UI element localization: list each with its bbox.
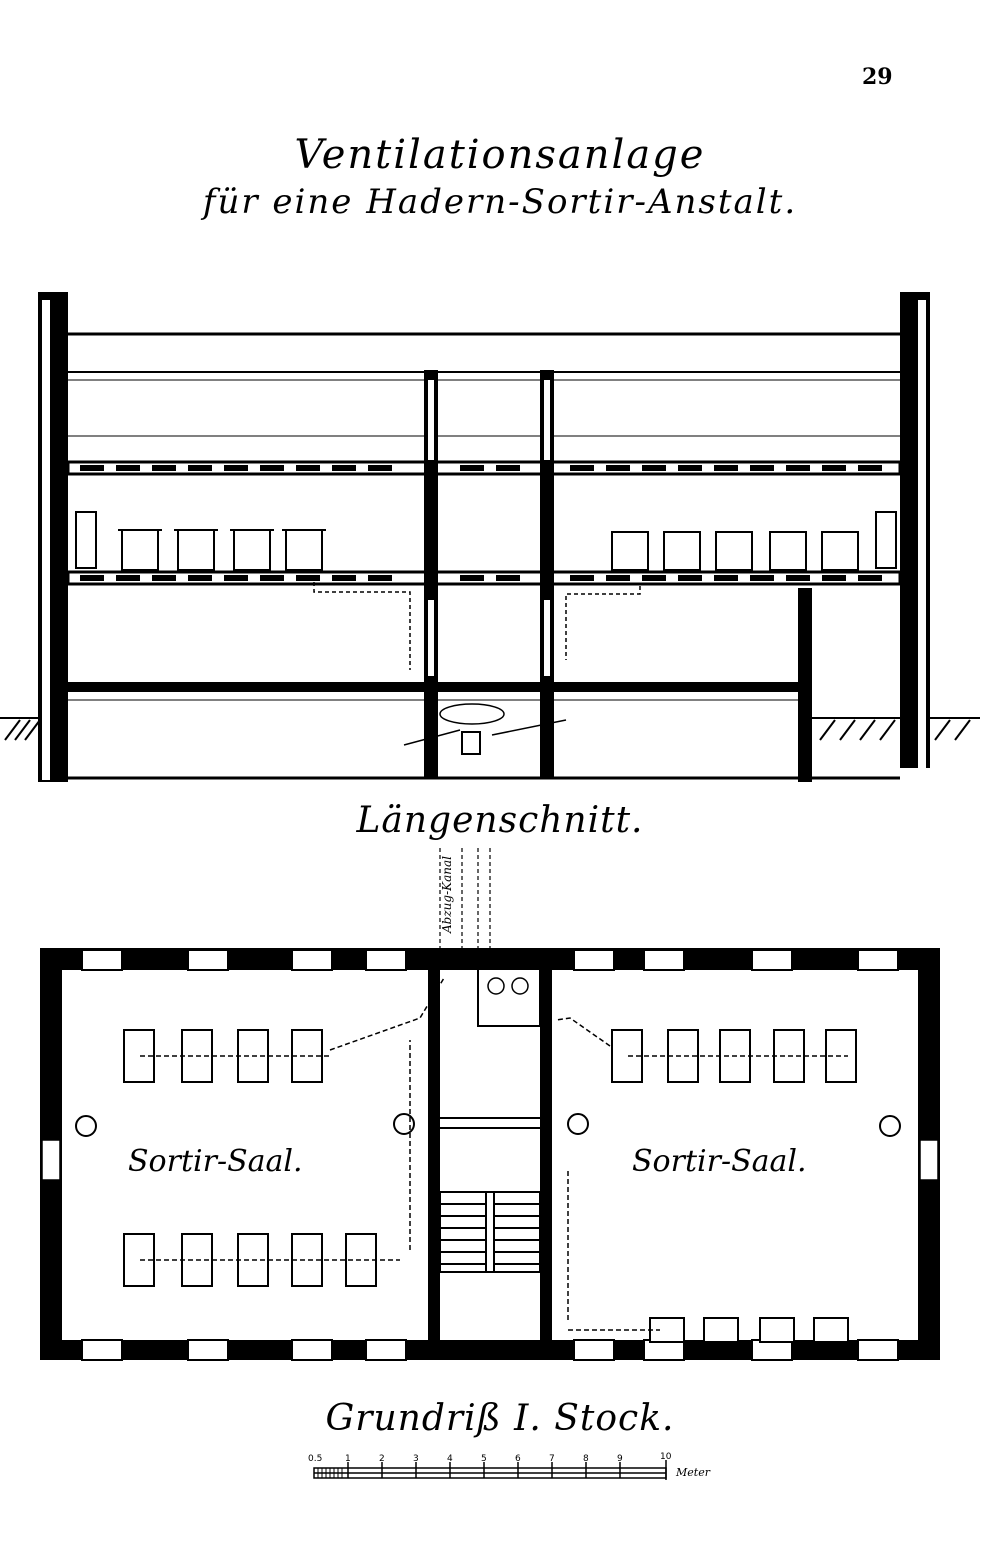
page-number: 29 xyxy=(862,64,893,90)
tables-left-row1 xyxy=(123,1029,323,1083)
columns xyxy=(424,370,554,778)
ground-hatch xyxy=(0,717,980,741)
tables-right-row3 xyxy=(649,1317,849,1343)
scale-tick-label: 8 xyxy=(583,1454,589,1464)
scale-unit: Meter xyxy=(676,1466,710,1479)
stove-right xyxy=(875,511,897,569)
scale-tick-label: 6 xyxy=(515,1454,521,1464)
stove-left xyxy=(75,511,97,569)
scale-tick-label: 5 xyxy=(481,1454,487,1464)
staircase xyxy=(439,1117,541,1273)
plan-caption: Grundriß I. Stock. xyxy=(325,1398,675,1439)
room-label-left: Sortir-Saal. xyxy=(128,1144,303,1179)
longitudinal-section-drawing xyxy=(0,292,980,782)
scale-bar xyxy=(313,1460,667,1480)
section-caption: Längenschnitt. xyxy=(356,800,644,841)
first-floor-joists xyxy=(80,575,882,581)
scale-tick-label: 3 xyxy=(413,1454,419,1464)
scale-tick-label: 4 xyxy=(447,1454,453,1464)
scale-tick-label: 7 xyxy=(549,1454,555,1464)
title-line-2: für eine Hadern-Sortir-Anstalt. xyxy=(202,182,798,222)
sorting-tables-left xyxy=(118,529,326,571)
room-label-right: Sortir-Saal. xyxy=(632,1144,807,1179)
sorting-tables-right xyxy=(611,531,859,571)
windows-top xyxy=(81,949,899,971)
scale-tick-label: 1 xyxy=(345,1454,351,1464)
upper-floor-joists xyxy=(80,465,882,471)
title-line-1: Ventilationsanlage xyxy=(294,132,706,178)
windows-bottom xyxy=(81,1339,899,1361)
scale-tick-label: 10 xyxy=(660,1452,672,1462)
scale-tick-label: 2 xyxy=(379,1454,385,1464)
scale-tick-label: 9 xyxy=(617,1454,623,1464)
scale-tick-label: 0.5 xyxy=(308,1454,323,1464)
